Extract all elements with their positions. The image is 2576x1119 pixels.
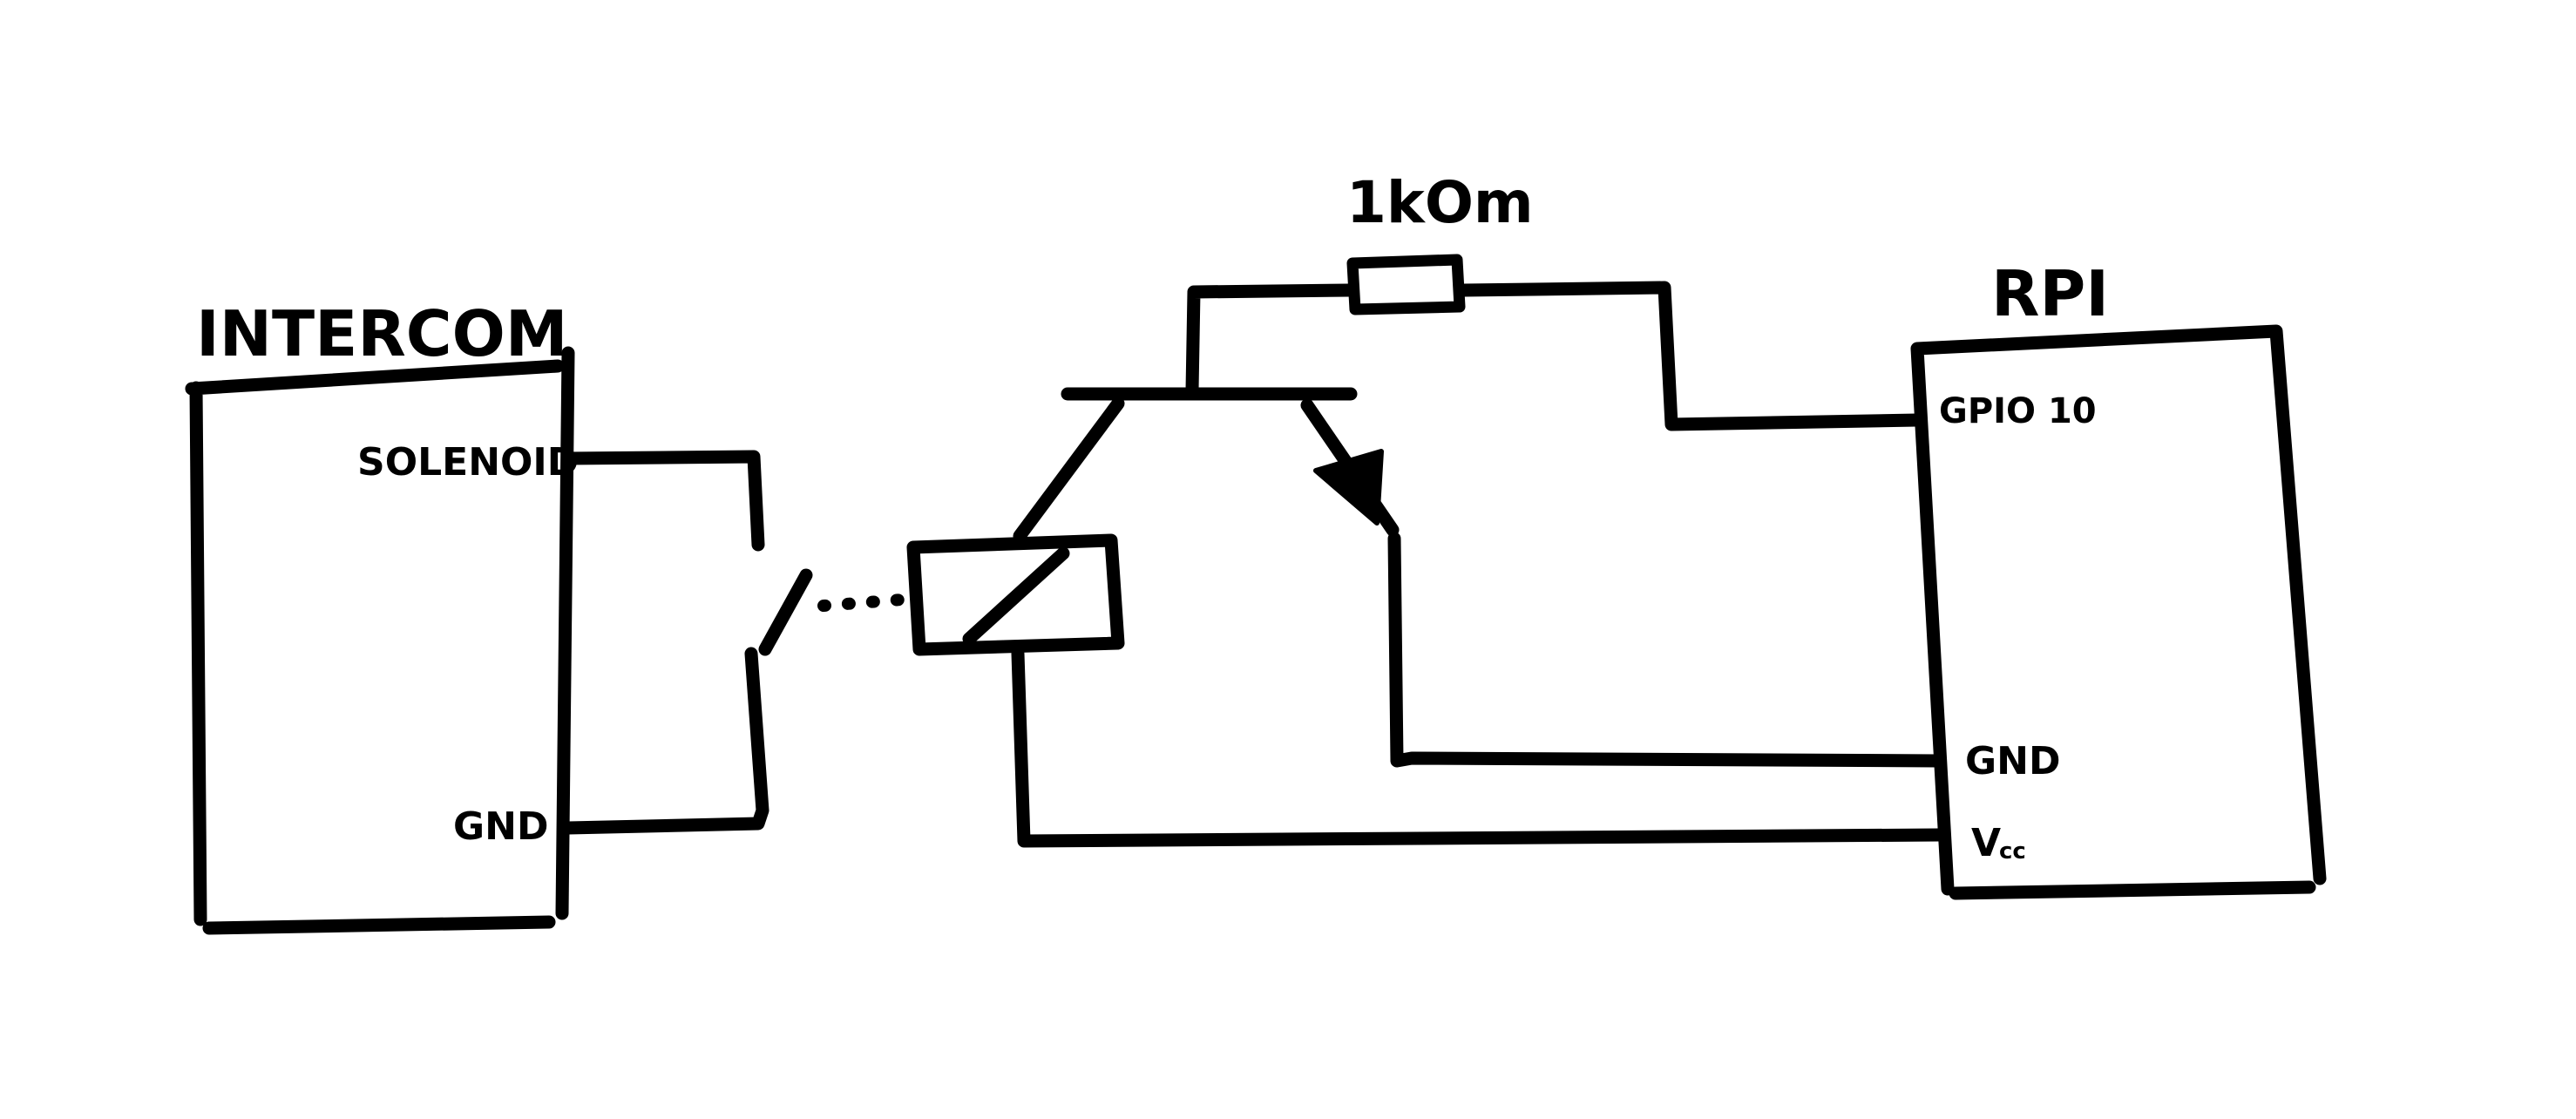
base-to-resistor-wire xyxy=(1185,283,1356,397)
rpi-pin-gpio: GPIO 10 xyxy=(1939,391,2097,431)
resistor-body xyxy=(1346,254,1466,315)
resistor-label: 1kOm xyxy=(1346,169,1534,236)
resistor: 1kOm xyxy=(1346,169,1534,315)
intercom-block: INTERCOM SOLENOID GND xyxy=(185,297,579,935)
relay-coil-diagonal xyxy=(962,546,1070,646)
transistor-arrow-icon xyxy=(1313,449,1384,526)
transistor-collector-leg xyxy=(1013,397,1125,543)
relay-coil xyxy=(906,533,1125,656)
relay-switch-contact xyxy=(758,568,813,656)
transistor xyxy=(1013,387,1400,543)
intercom-pin-gnd: GND xyxy=(453,804,548,849)
intercom-pin-solenoid: SOLENOID xyxy=(357,440,579,485)
rpi-block: RPI GPIO 10 GND V cc xyxy=(1910,257,2327,900)
relay-coil-box xyxy=(906,533,1125,656)
rpi-title: RPI xyxy=(1991,257,2109,330)
relay-mechanical-link xyxy=(817,593,908,612)
gnd-wire xyxy=(561,647,769,835)
intercom-title: INTERCOM xyxy=(196,297,567,370)
rpi-box xyxy=(1910,324,2327,900)
solenoid-wire xyxy=(561,450,765,552)
rpi-pin-vcc: V xyxy=(1971,821,2001,865)
coil-to-vcc-wire xyxy=(1011,647,1946,848)
rpi-pin-gnd: GND xyxy=(1965,739,2060,783)
rpi-pin-vcc-sub: cc xyxy=(1999,838,2026,865)
resistor-to-gpio-wire xyxy=(1457,281,1924,431)
emitter-to-gnd-wire xyxy=(1387,532,1946,768)
intercom-box xyxy=(185,346,575,935)
